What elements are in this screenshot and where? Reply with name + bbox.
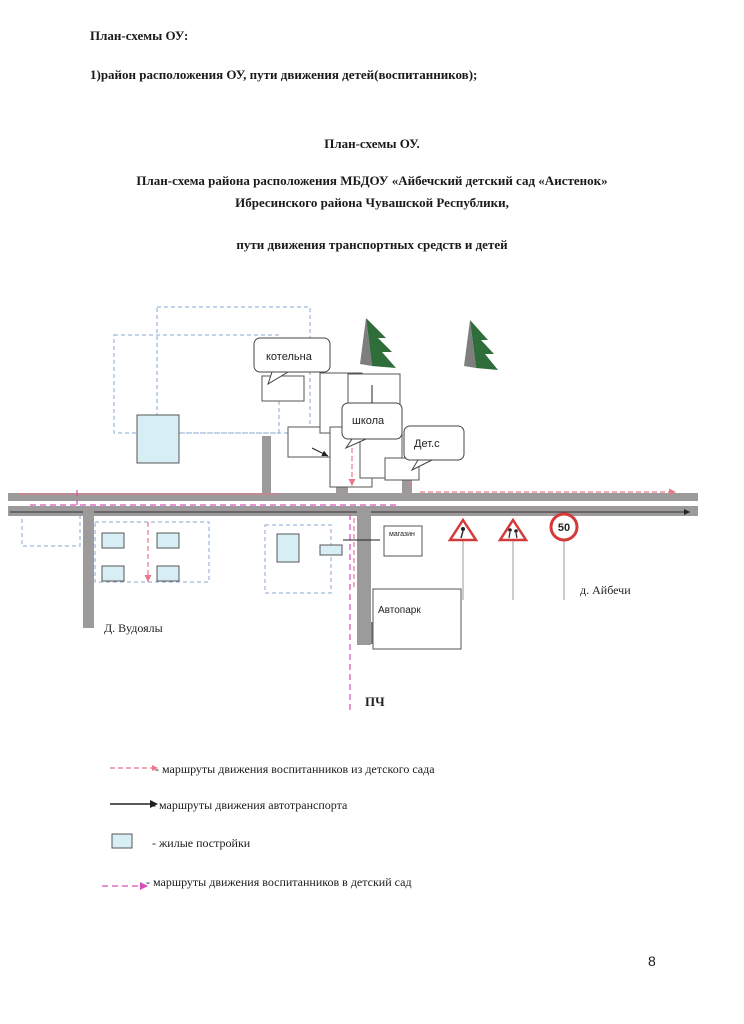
plan-subtitle-1: План-схема района расположения МБДОУ «Ай…: [136, 173, 608, 188]
boiler-label: котельна: [266, 351, 313, 363]
autopark-building: [372, 588, 462, 650]
children-sign-icon: [497, 517, 529, 600]
plan-subtitle-3: пути движения транспортных средств и дет…: [236, 237, 508, 252]
house: [276, 533, 300, 563]
pedestrian-crossing-sign-icon: [447, 517, 479, 600]
house: [319, 544, 343, 556]
speed-limit-sign-icon: [549, 512, 579, 600]
house: [136, 414, 180, 464]
route-from-kindergarten: [20, 440, 676, 590]
legend-vehicles: - маршруты движения автотранспорта: [152, 798, 348, 812]
kindergarten-label: Дет.с: [414, 438, 440, 450]
school-label: школа: [352, 415, 385, 427]
house: [101, 532, 125, 549]
legend-to-kindergarten: - маршруты движения воспитанников в детс…: [146, 875, 412, 889]
side-road: [83, 510, 94, 628]
callout-kindergarten: [403, 425, 465, 472]
shop-building: [383, 525, 423, 557]
plan-title: План-схемы ОУ.: [324, 136, 420, 151]
house: [156, 565, 180, 582]
site-plan-map: котельна школа Дет.с магазин Автопарк Д.…: [8, 306, 698, 710]
shop-label: магазин: [389, 531, 415, 538]
side-road: [357, 510, 371, 645]
main-road: [8, 493, 698, 516]
page-number: 8: [648, 953, 656, 969]
legend-from-kindergarten: - маршруты движения воспитанников из дет…: [155, 762, 435, 776]
callout-boiler: [253, 337, 331, 386]
village-right-label: д. Айбечи: [580, 583, 631, 597]
territory-outline: [264, 524, 332, 594]
side-road: [262, 436, 271, 494]
fire-station-label: ПЧ: [365, 694, 385, 709]
speed-limit-value: 50: [558, 522, 570, 534]
plan-subtitle-2: Ибресинского района Чувашской Республики…: [235, 195, 509, 210]
side-road: [402, 475, 412, 495]
autopark-label: Автопарк: [378, 605, 421, 616]
territory-outline: [94, 521, 210, 583]
house: [156, 532, 180, 549]
residential-houses: [101, 414, 343, 582]
village-left-label: Д. Вудоялы: [104, 621, 163, 635]
legend-house-symbol: [111, 833, 133, 849]
vehicle-route-arrow: [311, 447, 329, 457]
route-to-kindergarten: [30, 490, 400, 710]
tree-icon: [360, 318, 396, 368]
legend-residential: - жилые постройки: [152, 836, 251, 850]
house: [101, 565, 125, 582]
kindergarten-building: [384, 457, 420, 481]
header-line-2: 1)район расположения ОУ, пути движения д…: [90, 67, 478, 82]
callout-school: [341, 402, 403, 450]
header-line-1: План-схемы ОУ:: [90, 28, 189, 43]
boiler-house: [261, 375, 305, 402]
legend-symbols: [102, 765, 158, 890]
tree-icon: [464, 320, 498, 370]
